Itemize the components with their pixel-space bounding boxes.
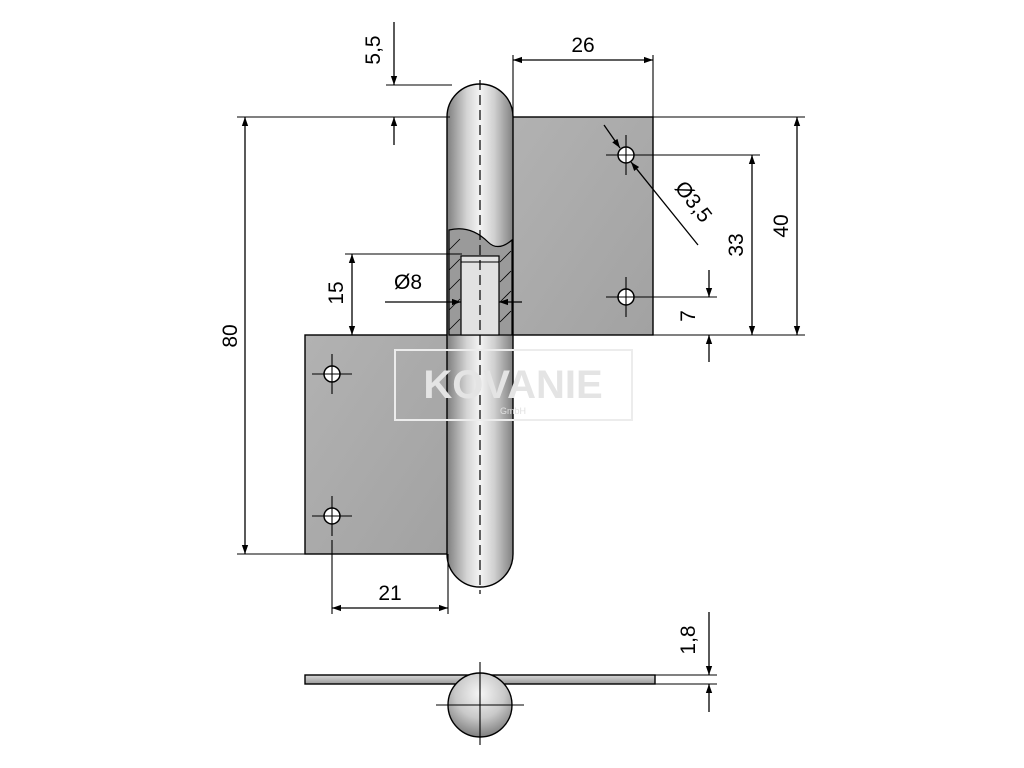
lower-hole-bottom — [312, 496, 352, 536]
upper-hole-bottom — [606, 277, 646, 317]
dimension-pin-diameter: Ø8 — [385, 271, 522, 306]
lower-hole-top — [312, 354, 352, 394]
dimension-upper-leaf-height: 40 — [653, 116, 805, 336]
side-view — [304, 662, 656, 745]
dimension-total-height: 80 — [219, 116, 450, 555]
dimension-lower-leaf-width-label: 21 — [378, 582, 401, 605]
dimension-pin-overlap: 15 — [325, 253, 462, 335]
watermark-frame — [394, 349, 633, 421]
dimension-hole-edge-offset: 7 — [640, 270, 717, 362]
watermark-subtext: GmbH — [500, 406, 526, 416]
watermark-text: KOVANIE — [423, 363, 602, 407]
dimension-pin-overlap-label: 15 — [325, 281, 348, 304]
dimension-pin-diameter-label: Ø8 — [394, 271, 422, 294]
dimension-lower-leaf-width: 21 — [331, 540, 449, 614]
dimension-hole-spacing: 33 — [640, 154, 760, 335]
dimension-plate-thickness-label: 1,8 — [677, 625, 700, 654]
dimension-upper-leaf-width-label: 26 — [571, 34, 594, 57]
upper-hole-top — [606, 135, 646, 175]
dimension-pin-head: 5,5 — [362, 22, 452, 145]
dimension-plate-thickness: 1,8 — [655, 612, 717, 712]
dimension-hole-edge-offset-label: 7 — [677, 310, 700, 322]
dimension-upper-leaf-height-label: 40 — [770, 214, 793, 237]
dimension-pin-head-label: 5,5 — [362, 35, 385, 64]
dimension-hole-spacing-label: 33 — [725, 233, 748, 256]
dimension-total-height-label: 80 — [219, 324, 242, 347]
dimension-upper-leaf-width: 26 — [512, 34, 654, 117]
